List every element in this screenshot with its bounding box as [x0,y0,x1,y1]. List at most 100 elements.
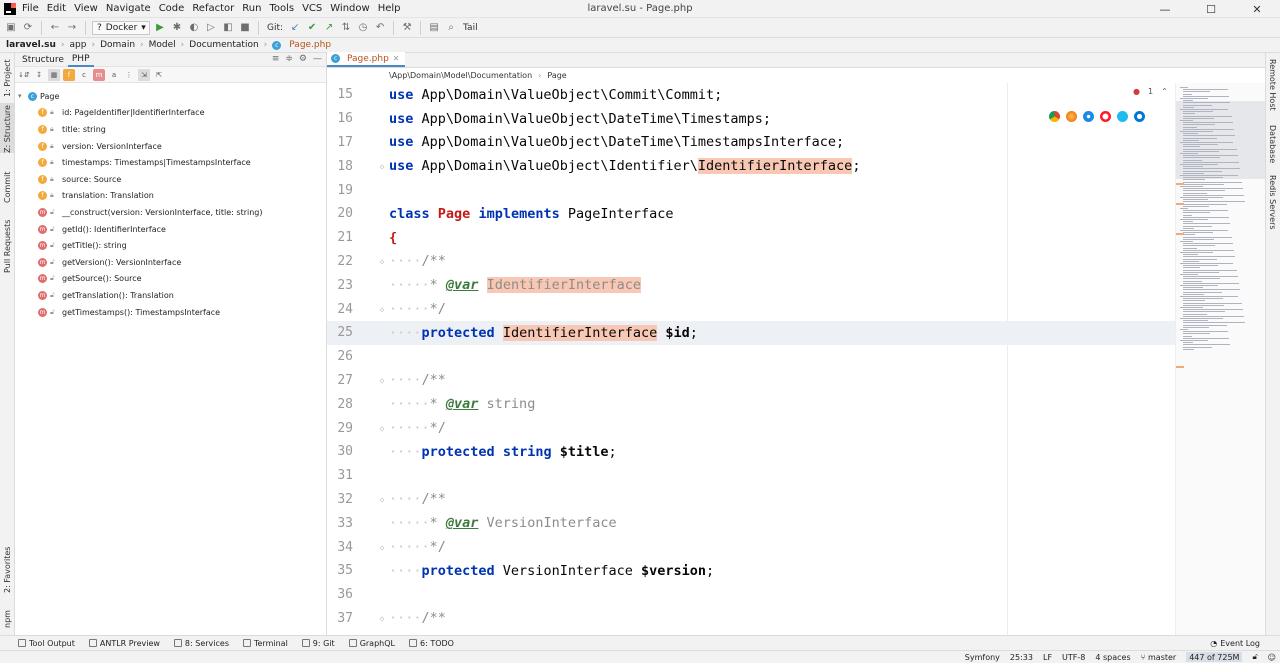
code-line[interactable]: 24◇·····*/ [327,297,1175,321]
code-line[interactable]: 19 [327,178,1175,202]
todo-button[interactable]: 6: TODO [408,639,454,648]
breadcrumb-file[interactable]: Page.php [289,40,332,50]
sort-by-visibility-icon[interactable]: ↓⇵ [18,70,30,79]
menu-edit[interactable]: Edit [46,3,67,14]
git-commit-icon[interactable]: ✔ [307,22,317,33]
run-icon[interactable]: ▶ [156,22,164,33]
tree-item[interactable]: f🔒︎timestamps: Timestamps|TimestampsInte… [15,154,326,171]
fold-marker-icon[interactable]: ◇ [379,304,385,314]
edge-icon[interactable] [1134,111,1145,122]
back-icon[interactable]: ← [50,22,60,33]
notifications-icon[interactable]: ☺ [1267,652,1276,662]
internet-explorer-icon[interactable] [1117,111,1128,122]
tool-output-button[interactable]: Tool Output [18,639,75,648]
run-dropdown-icon[interactable]: ◧ [223,22,233,33]
menu-tools[interactable]: Tools [269,3,295,14]
tab-redis-servers[interactable]: Redis Servers [1268,175,1277,230]
autoscroll-from-source-icon[interactable]: ⇱ [156,70,162,79]
show-inherited-icon[interactable]: ▦ [48,68,60,81]
menu-refactor[interactable]: Refactor [192,3,235,14]
code-line[interactable]: 21{ [327,226,1175,250]
minimize-button[interactable]: — [1159,2,1171,16]
close-tab-icon[interactable]: ✕ [392,54,400,63]
breadcrumb-model[interactable]: Model [148,40,176,50]
coverage-icon[interactable]: ◐ [189,22,199,33]
hide-panel-icon[interactable]: — [313,54,322,64]
stop-icon[interactable]: ■ [240,22,250,33]
safari-icon[interactable] [1083,111,1094,122]
chevron-down-icon[interactable]: ▾ [18,92,22,101]
tree-item[interactable]: m🔓︎getId(): IdentifierInterface [15,221,326,238]
tab-favorites[interactable]: 2: Favorites [3,546,12,593]
synchronize-icon[interactable]: ⟳ [23,22,33,33]
code-line[interactable]: 26 [327,345,1175,369]
tab-php-view[interactable]: PHP [67,53,94,67]
code-line[interactable]: 23·····* @var IdentifierInterface [327,273,1175,297]
tree-item[interactable]: f🔒︎version: VersionInterface [15,138,326,155]
tab-database[interactable]: Database [1268,125,1277,164]
tab-structure[interactable]: Z: Structure [0,103,15,153]
menu-window[interactable]: Window [330,3,370,14]
namespace-crumb[interactable]: \App\Domain\Model\Documentation [389,71,533,80]
tree-item[interactable]: f🔒︎id: PageIdentifier|IdentifierInterfac… [15,105,326,122]
git-compare-icon[interactable]: ⇅ [341,22,351,33]
show-constants-icon[interactable]: c [82,70,86,79]
code-line[interactable]: 29◇·····*/ [327,416,1175,440]
code-minimap[interactable] [1175,83,1266,635]
git-branch-status[interactable]: ⑂ master [1141,653,1177,662]
search-icon[interactable]: ⌕ [448,22,454,33]
fold-marker-icon[interactable]: ◇ [379,542,385,552]
menu-file[interactable]: File [22,3,39,14]
menu-code[interactable]: Code [158,3,185,14]
tree-item[interactable]: m🔓︎getVersion(): VersionInterface [15,254,326,271]
file-encoding[interactable]: UTF-8 [1062,652,1086,662]
fold-marker-icon[interactable]: ◇ [379,423,385,433]
save-icon[interactable]: ▣ [6,22,16,33]
tab-structure-view[interactable]: Structure [22,54,64,65]
terminal-icon[interactable]: ▤ [429,22,439,33]
show-methods-icon[interactable]: m [93,68,105,81]
expand-all-icon[interactable]: ≡ [271,54,280,64]
git-push-icon[interactable]: ↗ [324,22,334,33]
maximize-button[interactable]: ☐ [1206,2,1216,16]
code-line[interactable]: 18◇use App\Domain\ValueObject\Identifier… [327,154,1175,178]
fold-marker-icon[interactable]: ◇ [379,161,385,171]
class-crumb[interactable]: Page [547,71,567,80]
gear-icon[interactable]: ⚙ [298,54,307,64]
code-line[interactable]: 31 [327,464,1175,488]
code-line[interactable]: 22◇····/** [327,250,1175,274]
breadcrumb-documentation[interactable]: Documentation [189,40,259,50]
lock-icon[interactable]: 🔓︎ [1252,652,1258,661]
framework-status[interactable]: Symfony [964,652,1000,662]
tab-project[interactable]: 1: Project [3,59,12,97]
profile-icon[interactable]: ▷ [207,22,215,33]
services-button[interactable]: 8: Services [173,639,229,648]
debug-icon[interactable]: ✱ [172,22,182,33]
fold-marker-icon[interactable]: ◇ [379,613,385,623]
fold-marker-icon[interactable]: ◇ [379,256,385,266]
tree-item[interactable]: f🔒︎source: Source [15,171,326,188]
fold-marker-icon[interactable]: ◇ [379,494,385,504]
editor-tab-page-php[interactable]: c Page.php ✕ [327,52,406,67]
git-update-icon[interactable]: ↙ [290,22,300,33]
antlr-preview-button[interactable]: ANTLR Preview [88,639,160,648]
collapse-all-icon[interactable]: ≑ [285,54,293,64]
indent-setting[interactable]: 4 spaces [1095,652,1131,662]
menu-view[interactable]: View [74,3,98,14]
tab-npm[interactable]: npm [3,610,12,628]
tab-remote-host[interactable]: Remote Host [1268,59,1277,111]
memory-indicator[interactable]: 447 of 725M [1186,652,1243,662]
caret-position[interactable]: 25:33 [1009,652,1033,662]
chrome-icon[interactable] [1049,111,1060,122]
chevron-up-icon[interactable]: ⌃ [1161,87,1168,96]
tab-pull-requests[interactable]: Pull Requests [3,219,12,273]
tree-root[interactable]: ▾ c Page [15,88,326,105]
breadcrumb-domain[interactable]: Domain [100,40,136,50]
menu-run[interactable]: Run [242,3,262,14]
show-non-public-icon[interactable]: a [111,70,117,79]
code-line[interactable]: 30····protected string $title; [327,440,1175,464]
autoscroll-to-source-icon[interactable]: ⇲ [138,68,150,81]
settings-wrench-icon[interactable]: ⚒ [402,22,412,33]
